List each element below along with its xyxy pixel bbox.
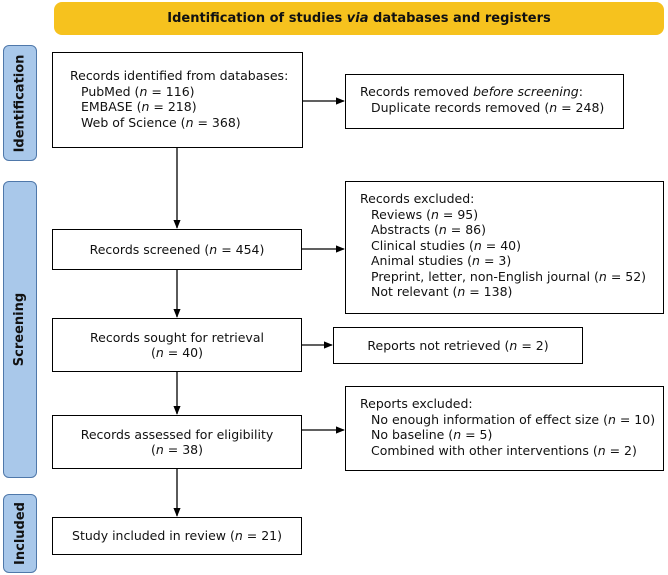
records-excluded-title: Records excluded: xyxy=(360,191,475,206)
header-title-post: databases and registers xyxy=(373,11,551,26)
list-item: Preprint, letter, non-English journal (n… xyxy=(371,268,647,284)
records-screened-text: Records screened (n = 454) xyxy=(89,241,265,257)
reports-not-retrieved-box: Reports not retrieved (n = 2) xyxy=(333,327,583,364)
list-item: No enough information of effect size (n … xyxy=(371,411,656,427)
phase-included: Included xyxy=(3,494,37,573)
records-removed-title: Records removed before screening: xyxy=(360,84,583,99)
list-item: Web of Science (n = 368) xyxy=(81,114,241,130)
list-item: Animal studies (n = 3) xyxy=(371,253,512,268)
list-item: No baseline (n = 5) xyxy=(371,427,493,442)
records-assessed-line1: Records assessed for eligibility xyxy=(80,426,274,442)
list-item: Duplicate records removed (n = 248) xyxy=(371,99,605,115)
reports-excluded-box: Reports excluded: No enough information … xyxy=(345,386,664,471)
list-item: Not relevant (n = 138) xyxy=(371,284,513,299)
list-item: Combined with other interventions (n = 2… xyxy=(371,442,637,458)
records-sought-line2: (n = 40) xyxy=(150,345,204,360)
phase-screening-label: Screening xyxy=(12,292,28,367)
study-included-text: Study included in review (n = 21) xyxy=(72,528,282,544)
records-removed-box: Records removed before screening: Duplic… xyxy=(345,74,624,129)
study-included-box: Study included in review (n = 21) xyxy=(52,517,302,555)
phase-identification: Identification xyxy=(3,45,37,161)
phase-screening: Screening xyxy=(3,181,37,478)
records-assessed-line2: (n = 38) xyxy=(150,442,204,457)
phase-included-label: Included xyxy=(12,502,28,565)
records-excluded-box: Records excluded: Reviews (n = 95) Abstr… xyxy=(345,181,664,314)
list-item: EMBASE (n = 218) xyxy=(81,99,197,114)
records-sought-box: Records sought for retrieval (n = 40) xyxy=(52,318,302,372)
records-sought-line1: Records sought for retrieval xyxy=(90,329,264,345)
flow-header: Identification of studies via databases … xyxy=(54,2,664,35)
header-title-italic: via xyxy=(346,11,369,26)
records-screened-box: Records screened (n = 454) xyxy=(52,229,302,270)
list-item: Clinical studies (n = 40) xyxy=(371,237,521,253)
reports-excluded-title: Reports excluded: xyxy=(360,396,473,411)
list-item: Abstracts (n = 86) xyxy=(371,222,486,237)
list-item: PubMed (n = 116) xyxy=(81,83,195,99)
records-identified-box: Records identified from databases: PubMe… xyxy=(52,52,303,148)
records-assessed-box: Records assessed for eligibility (n = 38… xyxy=(52,415,302,469)
header-title-pre: Identification of studies xyxy=(167,11,343,26)
records-identified-title: Records identified from databases: xyxy=(70,68,289,83)
reports-not-retrieved-text: Reports not retrieved (n = 2) xyxy=(367,337,549,353)
phase-identification-label: Identification xyxy=(12,54,28,152)
list-item: Reviews (n = 95) xyxy=(371,206,479,222)
